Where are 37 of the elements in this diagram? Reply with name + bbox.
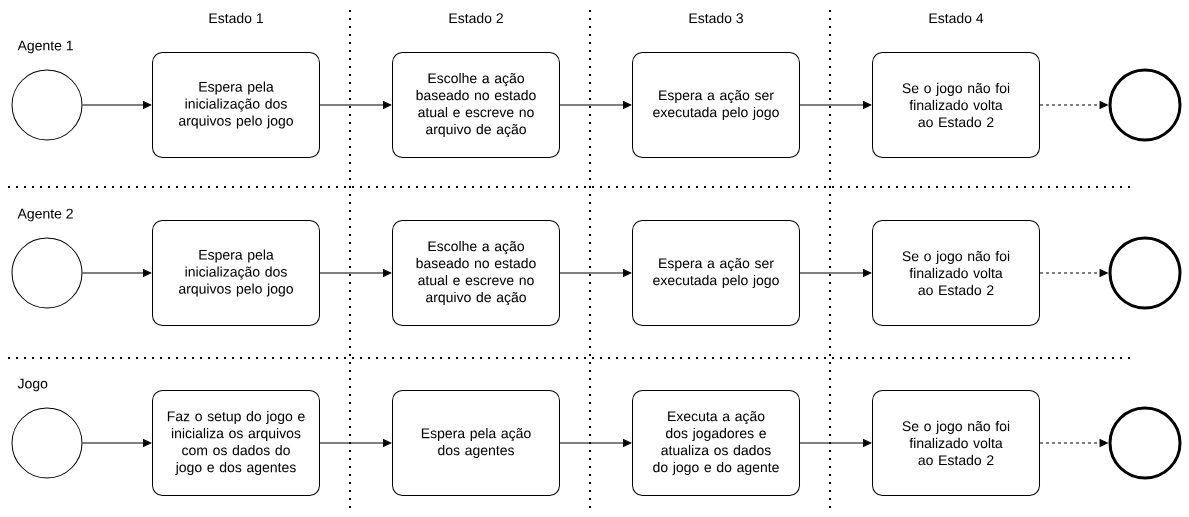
start-circle <box>11 407 83 479</box>
end-circle <box>1108 68 1182 142</box>
process-box: Se o jogo não foi finalizado volta ao Estado 2 <box>872 220 1040 326</box>
process-box: Espera a ação ser executada pelo jogo <box>632 220 800 326</box>
end-circle <box>1108 406 1182 480</box>
start-circle <box>11 69 83 141</box>
process-box: Executa a ação dos jogadores e atualiza os dados do jogo e do agente <box>632 390 800 496</box>
arrow <box>1039 101 1108 109</box>
arrow <box>1039 439 1108 447</box>
process-box: Escolhe a ação baseado no estado atual e escreve no arquivo de ação <box>392 220 560 326</box>
arrow <box>82 101 152 109</box>
arrow <box>799 269 872 277</box>
process-box: Espera a ação ser executada pelo jogo <box>632 52 800 158</box>
process-box: Se o jogo não foi finalizado volta ao Estado 2 <box>872 390 1040 496</box>
column-heading: Estado 2 <box>449 12 503 24</box>
column-heading: Estado 1 <box>209 12 263 24</box>
arrow <box>319 269 392 277</box>
arrow <box>1039 269 1108 277</box>
arrow <box>82 269 152 277</box>
arrow <box>799 439 872 447</box>
process-box: Espera pela inicialização dos arquivos pelo jogo <box>152 220 320 326</box>
start-circle <box>11 237 83 309</box>
arrow <box>559 439 632 447</box>
column-heading: Estado 3 <box>689 12 743 24</box>
process-box: Espera pela inicialização dos arquivos pelo jogo <box>152 52 320 158</box>
arrow <box>319 439 392 447</box>
process-box: Escolhe a ação baseado no estado atual e escreve no arquivo de ação <box>392 52 560 158</box>
process-box: Espera pela ação dos agentes <box>392 390 560 496</box>
process-box: Faz o setup do jogo e inicializa os arquivos com os dados do jogo e dos agentes <box>152 390 320 496</box>
column-heading: Estado 4 <box>929 12 984 24</box>
arrow <box>559 269 632 277</box>
arrow <box>559 101 632 109</box>
arrow <box>319 101 392 109</box>
arrow <box>799 101 872 109</box>
process-box: Se o jogo não foi finalizado volta ao Estado 2 <box>872 52 1040 158</box>
arrow <box>82 439 152 447</box>
end-circle <box>1108 236 1182 310</box>
